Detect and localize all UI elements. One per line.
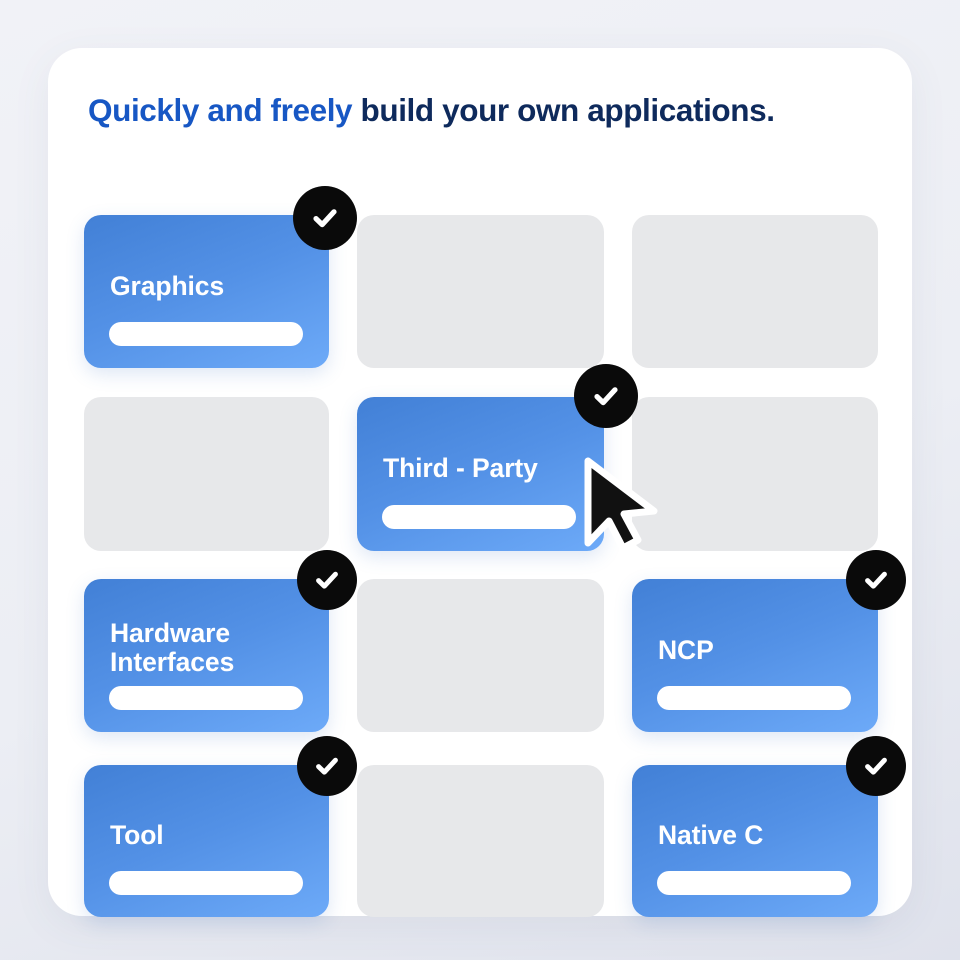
module-card-hardware-interfaces[interactable]: Hardware Interfaces — [84, 579, 329, 732]
module-card-empty[interactable] — [84, 397, 329, 551]
module-card-progress-bar — [657, 686, 851, 710]
module-card-progress-bar — [657, 871, 851, 895]
module-card-label: Tool — [110, 819, 164, 850]
module-card-progress-bar — [109, 322, 303, 346]
grid-cell-hardware-interfaces[interactable]: Hardware Interfaces — [84, 550, 357, 732]
grid-cell-ncp[interactable]: NCP — [632, 550, 906, 732]
module-card-progress-bar — [109, 871, 303, 895]
check-badge-icon[interactable] — [297, 550, 357, 610]
module-card-third-party[interactable]: Third - Party — [357, 397, 604, 551]
grid-cell-native-c[interactable]: Native C — [632, 736, 906, 917]
module-grid: Graphics Third — [84, 167, 906, 917]
module-card-label: Hardware Interfaces — [110, 617, 235, 678]
page-title-rest: build your own applications. — [352, 92, 775, 128]
module-card-ncp[interactable]: NCP — [632, 579, 878, 732]
module-card-empty[interactable] — [357, 765, 604, 917]
grid-cell-empty-r2c3[interactable] — [632, 397, 878, 551]
module-card-tool[interactable]: Tool — [84, 765, 329, 917]
check-badge-icon[interactable] — [846, 550, 906, 610]
grid-cell-empty-r4c2[interactable] — [357, 765, 604, 917]
module-card-empty[interactable] — [632, 397, 878, 551]
module-card-native-c[interactable]: Native C — [632, 765, 878, 917]
content-panel: Quickly and freely build your own applic… — [48, 48, 912, 917]
module-card-label: NCP — [658, 634, 714, 665]
grid-cell-tool[interactable]: Tool — [84, 736, 357, 917]
module-card-empty[interactable] — [632, 215, 878, 368]
module-card-empty[interactable] — [357, 215, 604, 368]
check-badge-icon[interactable] — [297, 736, 357, 796]
grid-cell-third-party[interactable]: Third - Party — [357, 364, 638, 551]
module-card-label: Graphics — [110, 270, 225, 301]
module-card-progress-bar — [382, 505, 576, 529]
page-title: Quickly and freely build your own applic… — [88, 92, 884, 130]
module-card-label: Third - Party — [383, 452, 538, 483]
check-badge-icon[interactable] — [574, 364, 638, 428]
grid-cell-empty-r2c1[interactable] — [84, 397, 329, 551]
module-card-label: Native C — [658, 819, 764, 850]
grid-cell-empty-r1c3[interactable] — [632, 215, 878, 368]
module-card-progress-bar — [109, 686, 303, 710]
check-badge-icon[interactable] — [293, 186, 357, 250]
check-badge-icon[interactable] — [846, 736, 906, 796]
module-card-empty[interactable] — [357, 579, 604, 732]
grid-cell-empty-r1c2[interactable] — [357, 215, 604, 368]
grid-cell-graphics[interactable]: Graphics — [84, 186, 357, 368]
module-card-graphics[interactable]: Graphics — [84, 215, 329, 368]
grid-cell-empty-r3c2[interactable] — [357, 579, 604, 732]
page-title-accent: Quickly and freely — [88, 92, 353, 128]
